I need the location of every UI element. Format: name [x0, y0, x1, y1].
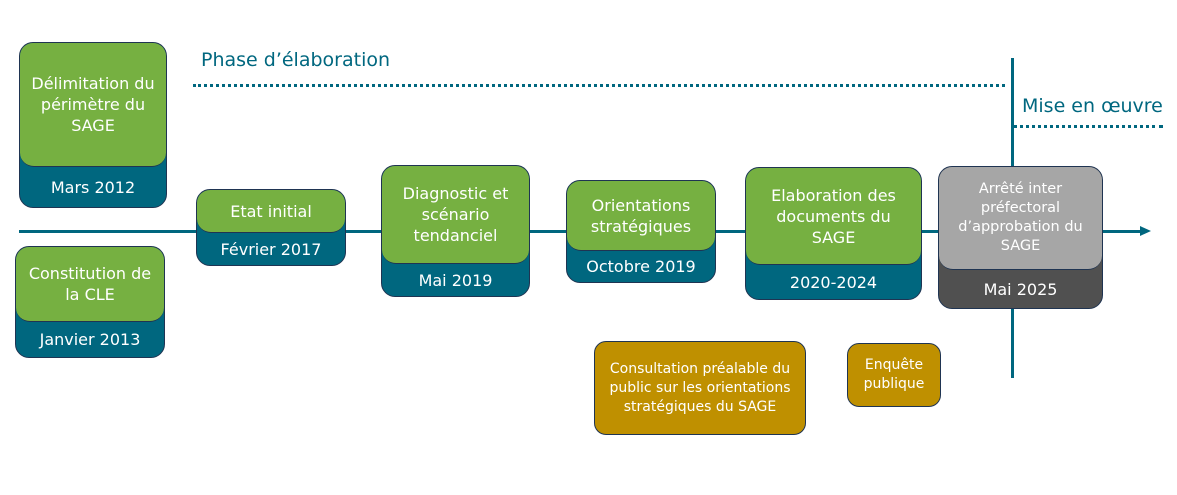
phase-elaboration-label: Phase d’élaboration	[201, 49, 391, 71]
phase-elaboration-line	[193, 84, 1005, 87]
step-title: Diagnostic et scénario tendanciel	[382, 166, 529, 264]
step-date: Février 2017	[220, 239, 322, 259]
step-date: Mars 2012	[50, 177, 136, 197]
enquete-publique: Enquête publique	[847, 343, 941, 407]
phase-mise-en-oeuvre-line	[1013, 125, 1163, 128]
step-title: Elaboration des documents du SAGE	[746, 168, 921, 265]
step-delimitation: Délimitation du périmètre du SAGE Mars 2…	[19, 42, 167, 208]
phase-mise-en-oeuvre-label: Mise en œuvre	[1022, 95, 1163, 117]
step-title: Arrêté inter préfectoral d’approbation d…	[939, 167, 1102, 270]
step-orientations: Orientations stratégiques Octobre 2019	[566, 180, 716, 283]
step-title: Délimitation du périmètre du SAGE	[20, 43, 166, 167]
step-arrete-approbation: Arrêté inter préfectoral d’approbation d…	[938, 166, 1103, 309]
step-title: Etat initial	[197, 190, 345, 233]
step-date: Mai 2019	[418, 270, 493, 290]
timeline-arrowhead-icon	[1140, 226, 1151, 236]
step-constitution-cle: Constitution de la CLE Janvier 2013	[15, 246, 165, 358]
step-etat-initial: Etat initial Février 2017	[196, 189, 346, 266]
step-date: Mai 2025	[983, 279, 1058, 299]
step-date: Octobre 2019	[586, 257, 696, 276]
step-title: Orientations stratégiques	[567, 181, 715, 251]
consultation-prealable: Consultation préalable du public sur les…	[594, 341, 806, 435]
step-date: 2020-2024	[789, 272, 878, 292]
step-elaboration-documents: Elaboration des documents du SAGE 2020-2…	[745, 167, 922, 300]
step-title: Constitution de la CLE	[16, 247, 164, 322]
step-diagnostic: Diagnostic et scénario tendanciel Mai 20…	[381, 165, 530, 297]
step-date: Janvier 2013	[39, 330, 141, 349]
